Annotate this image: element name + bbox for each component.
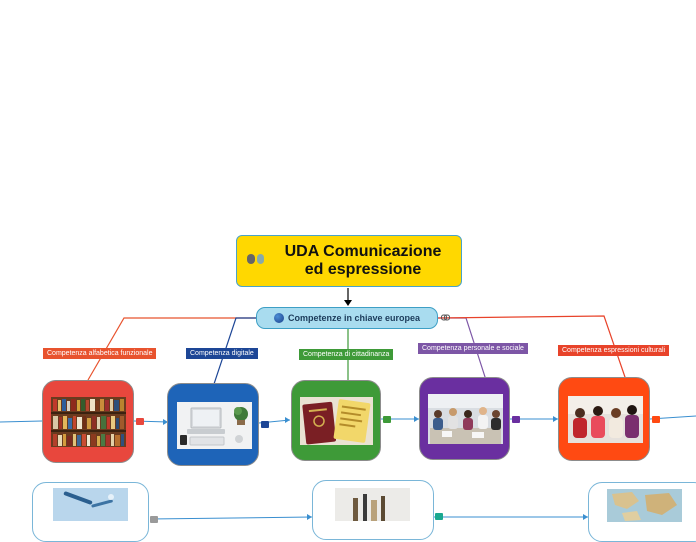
bottom-chain-arrow-1 (307, 514, 312, 520)
chain-arrow-3 (414, 416, 419, 422)
root-title: UDA Comunicazione ed espressione (284, 243, 442, 278)
chain-arrow-1 (163, 419, 168, 425)
label-alfabetica[interactable]: Competenza alfabetica funzionale (43, 348, 157, 359)
students-talking-image (568, 396, 643, 443)
label-digitale[interactable]: Competenza digitale (186, 348, 258, 359)
chain-line-0 (0, 420, 43, 423)
mind-map-canvas: UDA Comunicazione ed espressione Compete… (0, 235, 696, 542)
label-culturali[interactable]: Competenza espressioni culturali (558, 345, 670, 356)
bottom-chain-line-1 (149, 516, 313, 520)
students-group-image (428, 394, 503, 444)
underwater-image (53, 488, 128, 521)
main-topic-node[interactable]: Competenze in chiave europea (256, 307, 438, 329)
node-digitale[interactable] (167, 383, 259, 466)
bottom-node-1[interactable] (32, 482, 149, 542)
node-culturali[interactable] (558, 377, 650, 461)
node-alfabetica[interactable] (42, 380, 134, 463)
map-image (607, 489, 682, 522)
node-cittadinanza[interactable] (291, 380, 381, 461)
label-personale[interactable]: Competenza personale e sociale (418, 343, 528, 354)
collapse-marker-alfabetica[interactable] (136, 418, 144, 425)
collapse-marker-culturali[interactable] (652, 416, 660, 423)
people-icon (247, 254, 264, 264)
label-cittadinanza[interactable]: Competenza di cittadinanza (299, 349, 394, 360)
globe-icon (273, 313, 284, 323)
bottom-node-3[interactable] (588, 482, 696, 542)
collapse-marker-cittadinanza[interactable] (383, 416, 391, 423)
collapse-marker-digitale[interactable] (261, 421, 269, 428)
link-icon[interactable] (441, 314, 450, 321)
collapse-marker-bottom-2[interactable] (435, 513, 443, 520)
bottom-chain-arrow-2 (583, 514, 588, 520)
bottom-node-2[interactable] (312, 480, 434, 540)
chain-arrow-4 (553, 416, 558, 422)
bookshelf-image (51, 397, 126, 447)
root-connector-arrow (344, 300, 352, 306)
root-node[interactable]: UDA Comunicazione ed espressione (236, 235, 462, 287)
passports-image (300, 397, 373, 445)
laptop-desk-image (177, 402, 252, 449)
branch-line-alfabetica (87, 317, 256, 381)
chain-arrow-2 (285, 417, 290, 423)
tools-image (335, 488, 410, 521)
node-personale[interactable] (419, 377, 510, 460)
main-topic-label: Competenze in chiave europea (287, 313, 421, 323)
branch-line-culturali (437, 315, 627, 381)
branch-line-digitale (213, 317, 256, 385)
collapse-marker-personale[interactable] (512, 416, 520, 423)
